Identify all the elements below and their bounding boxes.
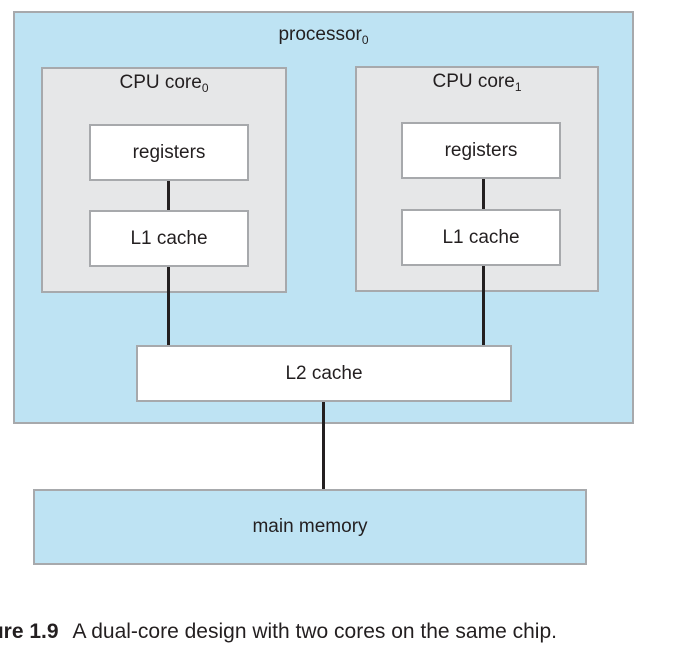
core-1-l1-cache: L1 cache [401, 209, 561, 266]
connector-l1-1-l2 [482, 266, 485, 345]
connector-l1-0-l2 [167, 267, 170, 345]
core-1-registers: registers [401, 122, 561, 179]
figure-number: gure 1.9 [0, 620, 59, 643]
core-0-l1-cache: L1 cache [89, 210, 249, 267]
main-memory: main memory [33, 489, 587, 565]
connector-reg1-l1 [482, 179, 485, 209]
caption-text: A dual-core design with two cores on the… [72, 620, 557, 643]
processor-label: processor0 [278, 24, 369, 47]
connector-reg0-l1 [167, 181, 170, 210]
cpu-core-0-label: CPU core0 [119, 72, 209, 95]
cpu-core-1-label: CPU core1 [432, 71, 522, 94]
connector-l2-memory [322, 402, 325, 489]
core-0-registers: registers [89, 124, 249, 181]
l2-cache: L2 cache [136, 345, 512, 402]
figure-caption: gure 1.9 A dual-core design with two core… [0, 620, 557, 644]
